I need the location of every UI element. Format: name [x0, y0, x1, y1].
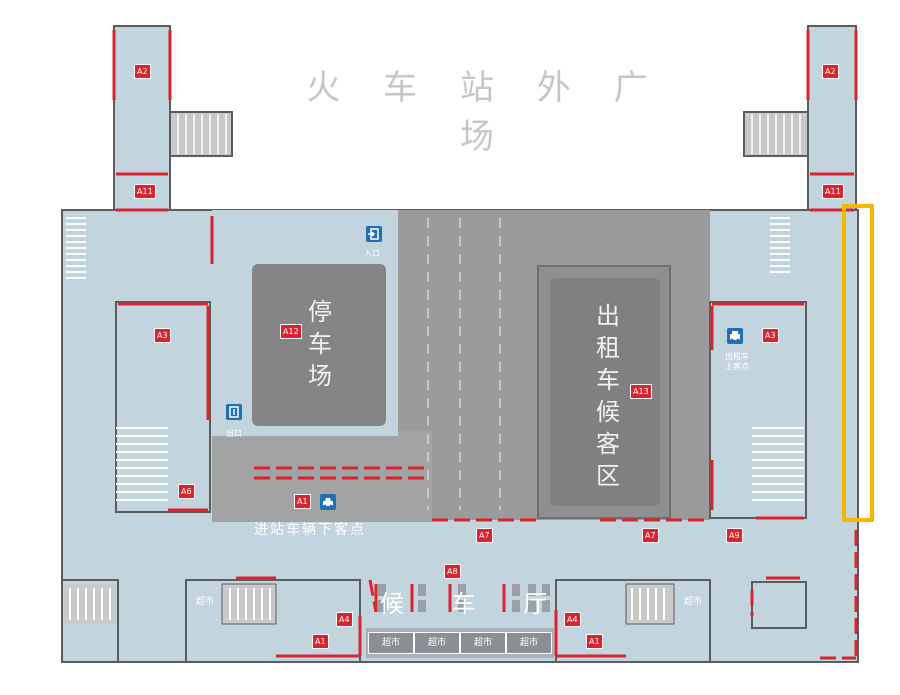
tag-a8: A8	[444, 564, 461, 579]
exit-icon	[226, 404, 242, 420]
right-inner-wing	[709, 301, 807, 519]
shop-2: 超市	[414, 632, 460, 654]
left-tower	[113, 25, 171, 213]
bottom-right-room-stairs	[625, 583, 675, 625]
shop-1: 超市	[368, 632, 414, 654]
tag-a4-left: A4	[336, 612, 353, 627]
exit-label: 出口	[226, 429, 242, 438]
tag-a7-right: A7	[642, 528, 659, 543]
dropoff-label: 进站车辆下客点	[254, 522, 366, 538]
tag-a7-left: A7	[476, 528, 493, 543]
tag-a1-left: A1	[312, 634, 329, 649]
tag-a3-left: A3	[154, 328, 171, 343]
plaza-title: 火 车 站 外 广 场	[306, 68, 664, 157]
entrance-label: 入口	[364, 249, 380, 258]
tag-a9: A9	[726, 528, 743, 543]
bottom-right-corner-room	[751, 581, 807, 629]
car-icon	[320, 494, 336, 510]
entrance-icon	[366, 226, 382, 242]
shop-label-right: 超市	[683, 597, 702, 607]
left-tower-stairs	[169, 111, 233, 157]
shop-4: 超市	[506, 632, 552, 654]
tag-a2-right: A2	[822, 64, 839, 79]
waiting-hall-label: 候 车 厅	[380, 590, 568, 618]
taxi-wait-label: 出 租 车 候 客 区	[596, 302, 620, 490]
taxi-icon	[727, 328, 743, 344]
tag-a13: A13	[630, 384, 652, 399]
taxi-wait-zone	[550, 278, 660, 506]
tag-a6: A6	[178, 484, 195, 499]
bottom-left-stairs	[64, 584, 116, 624]
right-tower	[807, 25, 857, 213]
tag-a4-right: A4	[564, 612, 581, 627]
shop-label-left: 超市	[195, 597, 214, 607]
selection-highlight	[842, 204, 874, 522]
parking-zone	[252, 264, 386, 426]
parking-label: 停 车 场	[308, 298, 332, 390]
shop-3: 超市	[460, 632, 506, 654]
tag-a3-right: A3	[762, 328, 779, 343]
tag-a1-dropoff: A1	[294, 494, 311, 509]
tag-a12: A12	[280, 324, 302, 339]
tag-a2-left: A2	[134, 64, 151, 79]
tag-a1-right: A1	[586, 634, 603, 649]
tag-a11-left: A11	[134, 184, 156, 199]
taxi-pickup-label: 出租车 上客点	[725, 352, 749, 371]
tag-a11-right: A11	[822, 184, 844, 199]
